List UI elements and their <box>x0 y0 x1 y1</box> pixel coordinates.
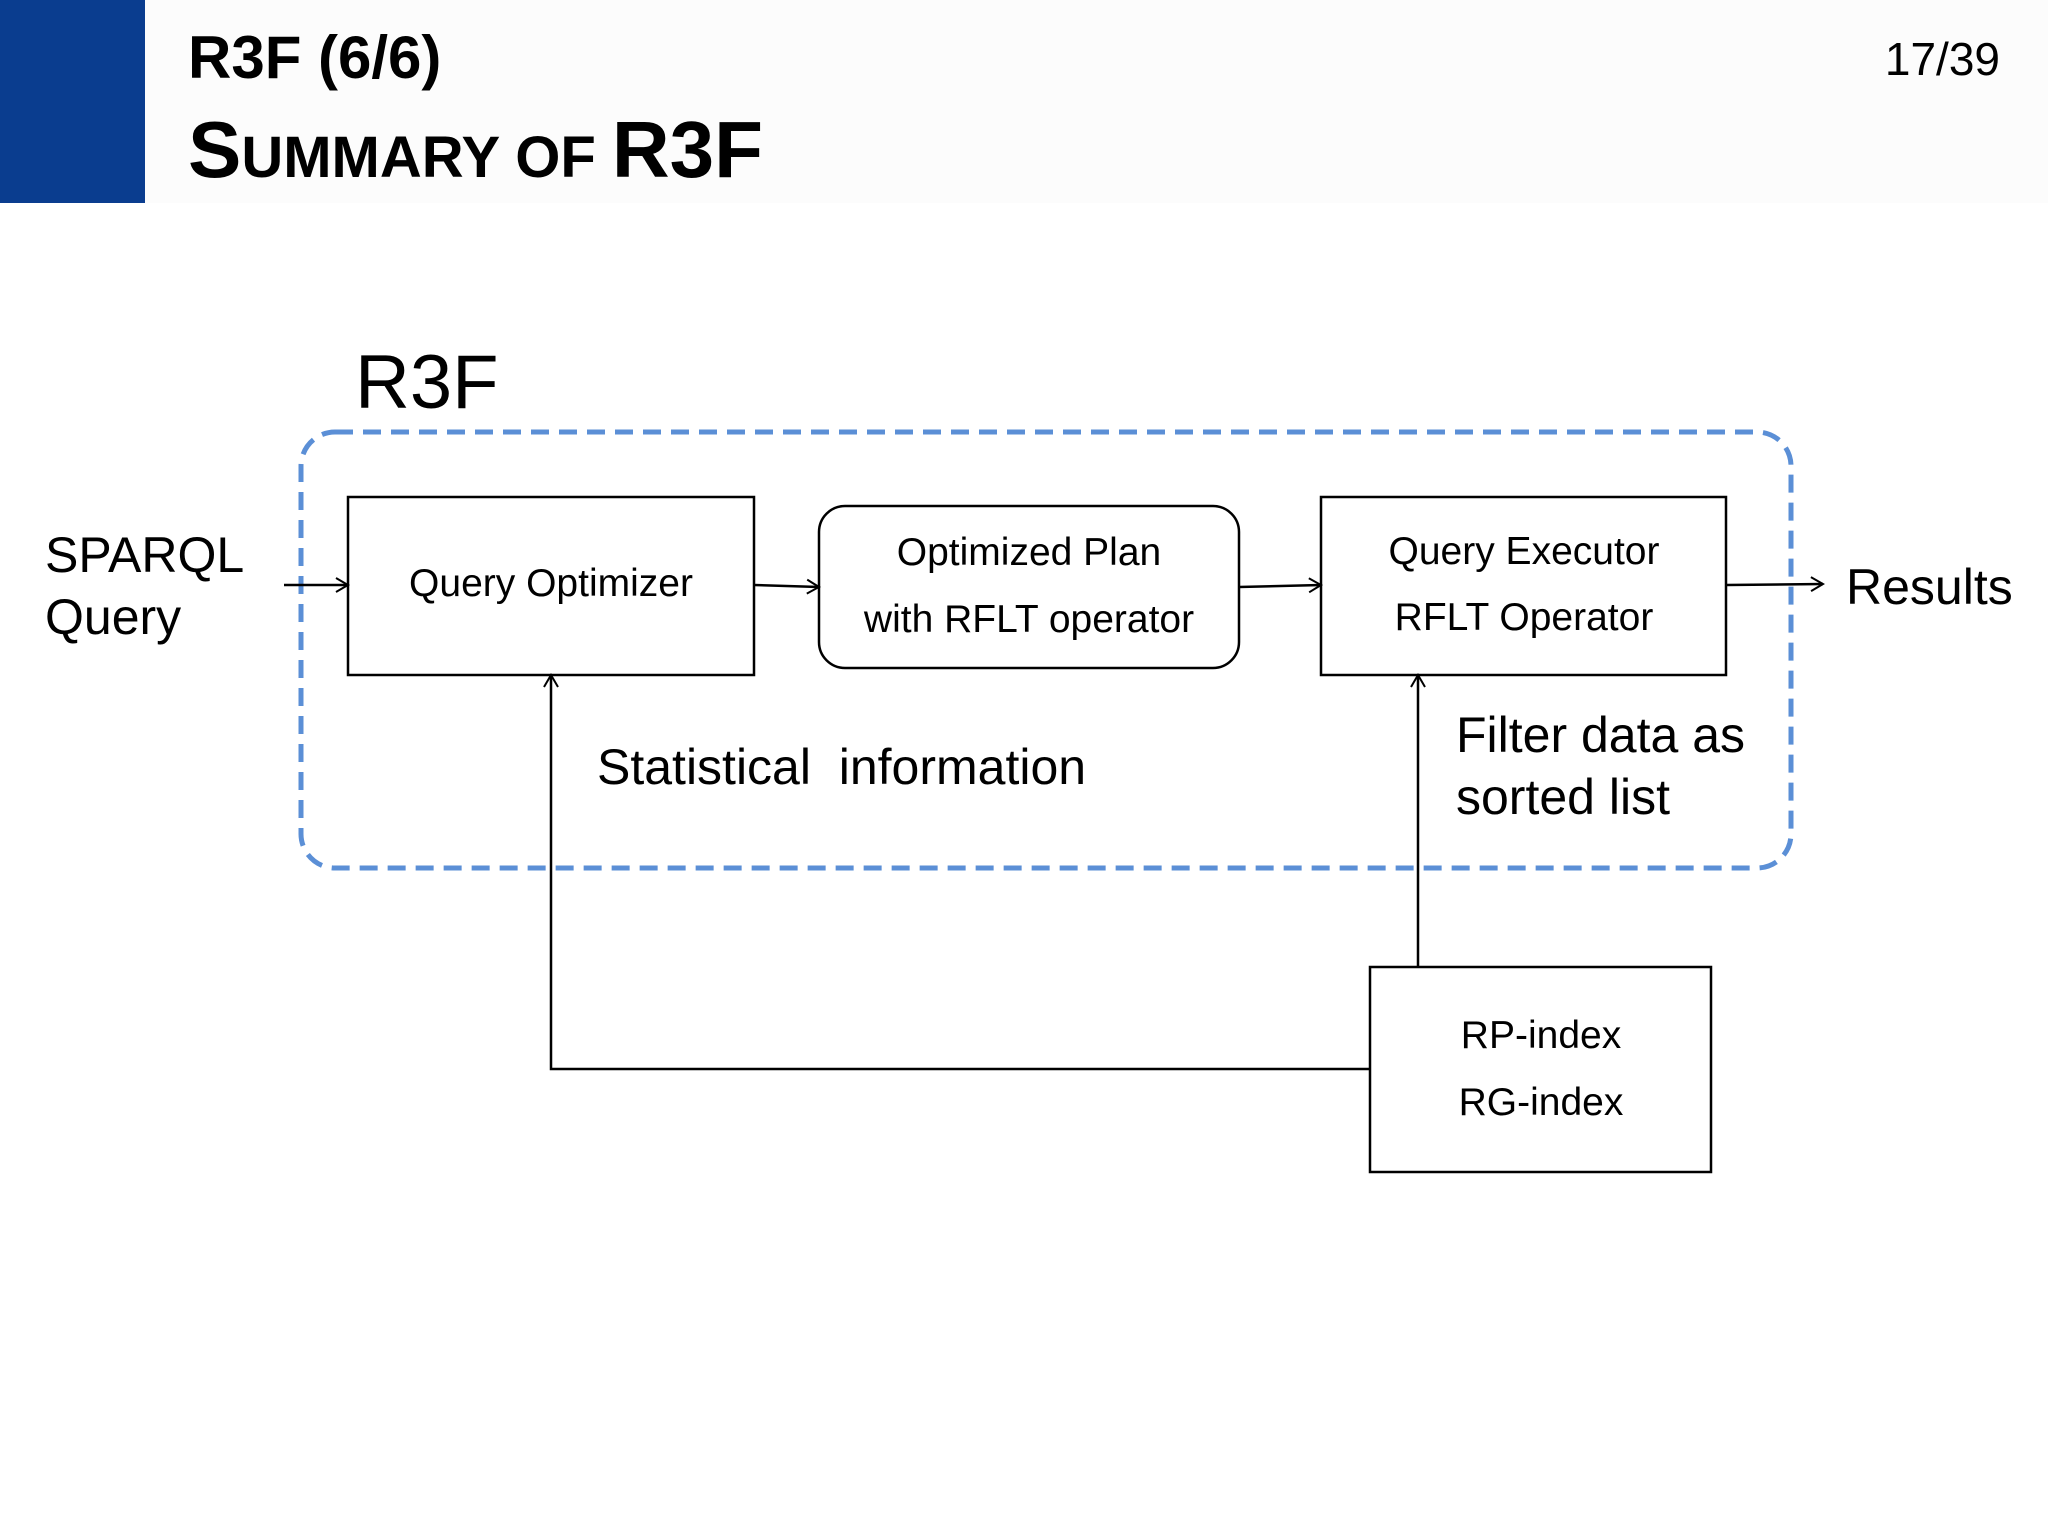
subtitle-part-1: S <box>188 105 242 194</box>
query-executor-label-line2: RFLT Operator <box>1395 596 1654 639</box>
query-executor-label-line1: Query Executor <box>1389 530 1660 573</box>
subtitle-part-2: UMMARY OF <box>241 125 612 190</box>
index-box <box>1368 965 1713 1174</box>
accent-block <box>0 0 145 203</box>
filter-label-line1: Filter data as <box>1456 707 1745 763</box>
query-executor-box <box>1319 495 1728 677</box>
statistical-info-label: Statistical information <box>597 739 1086 795</box>
arrow-plan-to-executor <box>1238 577 1323 594</box>
optimized-plan-label-line2: with RFLT operator <box>863 598 1194 641</box>
optimized-plan-label-line1: Optimized Plan <box>897 531 1161 574</box>
arrow-index-to-optimizer <box>543 673 1370 1071</box>
output-label: Results <box>1846 559 2013 615</box>
r3f-group-boundary <box>298 429 1794 871</box>
index-label-line2: RG-index <box>1459 1081 1624 1124</box>
group-label: R3F <box>355 340 499 425</box>
slide-title: R3F (6/6) <box>188 24 442 91</box>
input-label-line2: Query <box>45 589 181 645</box>
slide-subtitle: SUMMARY OF R3F <box>188 104 763 204</box>
query-optimizer-label: Query Optimizer <box>409 562 693 605</box>
input-label-line1: SPARQL <box>45 527 244 583</box>
index-label-line1: RP-index <box>1461 1014 1622 1057</box>
page-number: 17/39 <box>1884 33 2000 85</box>
arrow-optimizer-to-plan <box>753 578 821 595</box>
subtitle-part-3: R3F <box>611 105 764 194</box>
filter-label-line2: sorted list <box>1456 769 1670 825</box>
arrow-executor-to-results <box>1725 576 1825 592</box>
slide-header <box>0 0 2048 203</box>
